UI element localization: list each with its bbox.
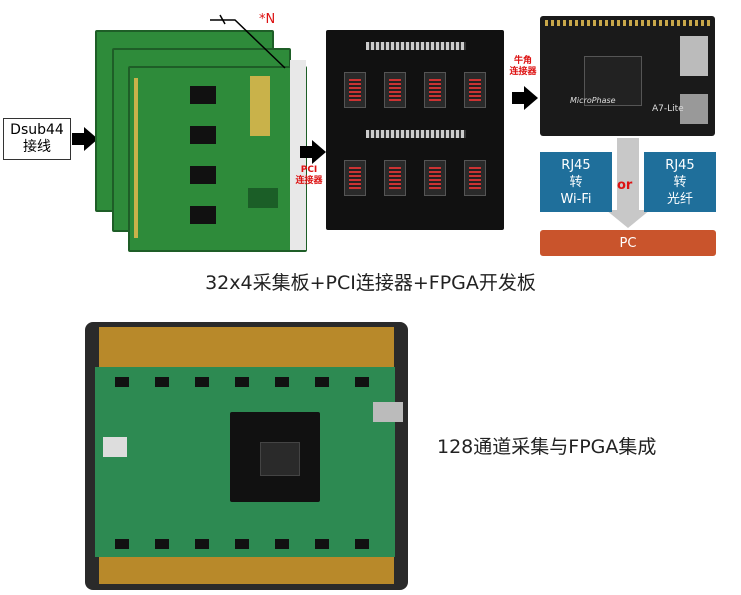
pci-label-line1: PCI xyxy=(300,165,318,175)
option-right-line3: 光纤 xyxy=(666,191,693,207)
grey-arrow-head xyxy=(606,210,650,228)
horn-label-line2: 连接器 xyxy=(509,67,537,77)
fpga-board-brand: MicroPhase xyxy=(570,96,616,105)
option-rj45-fiber: RJ45 转 光纤 xyxy=(644,152,716,212)
or-label: or xyxy=(617,178,633,193)
grey-arrow-shaft xyxy=(617,138,639,212)
dsub44-input-label: Dsub44 接线 xyxy=(3,118,71,160)
pci-connector-label: PCI 连接器 xyxy=(291,165,327,187)
option-left-line2: 转 xyxy=(569,174,583,190)
horn-connector-label: 牛角 连接器 xyxy=(505,56,541,78)
pci-label-line2: 连接器 xyxy=(295,176,323,186)
dsub44-label-line1: Dsub44 xyxy=(10,122,64,138)
option-left-line3: Wi-Fi xyxy=(560,191,592,207)
option-left-line1: RJ45 xyxy=(561,157,591,173)
arrow-to-pci-board xyxy=(300,140,326,164)
board-mark-label: *N xyxy=(259,12,276,27)
option-right-line2: 转 xyxy=(673,174,687,190)
integrated-board-caption: 128通道采集与FPGA集成 xyxy=(437,436,657,458)
integrated-128-channel-board xyxy=(85,322,408,590)
option-rj45-wifi: RJ45 转 Wi-Fi xyxy=(540,152,612,212)
fpga-board-model: A7-Lite xyxy=(652,104,684,114)
arrow-to-fpga-board xyxy=(512,86,538,110)
horn-label-line1: 牛角 xyxy=(513,56,532,66)
dsub44-label-line2: 接线 xyxy=(23,139,51,155)
pci-connector-board xyxy=(326,30,504,230)
pc-box: PC xyxy=(540,230,716,256)
pci-edge-strip xyxy=(290,60,306,250)
fpga-dev-board: MicroPhase A7-Lite xyxy=(540,16,715,136)
option-right-line1: RJ45 xyxy=(665,157,695,173)
board-mark-bracket xyxy=(210,14,286,69)
arrow-to-boards xyxy=(72,127,98,151)
top-diagram-caption: 32x4采集板+PCI连接器+FPGA开发板 xyxy=(205,272,536,294)
acquisition-board-3 xyxy=(128,66,307,252)
